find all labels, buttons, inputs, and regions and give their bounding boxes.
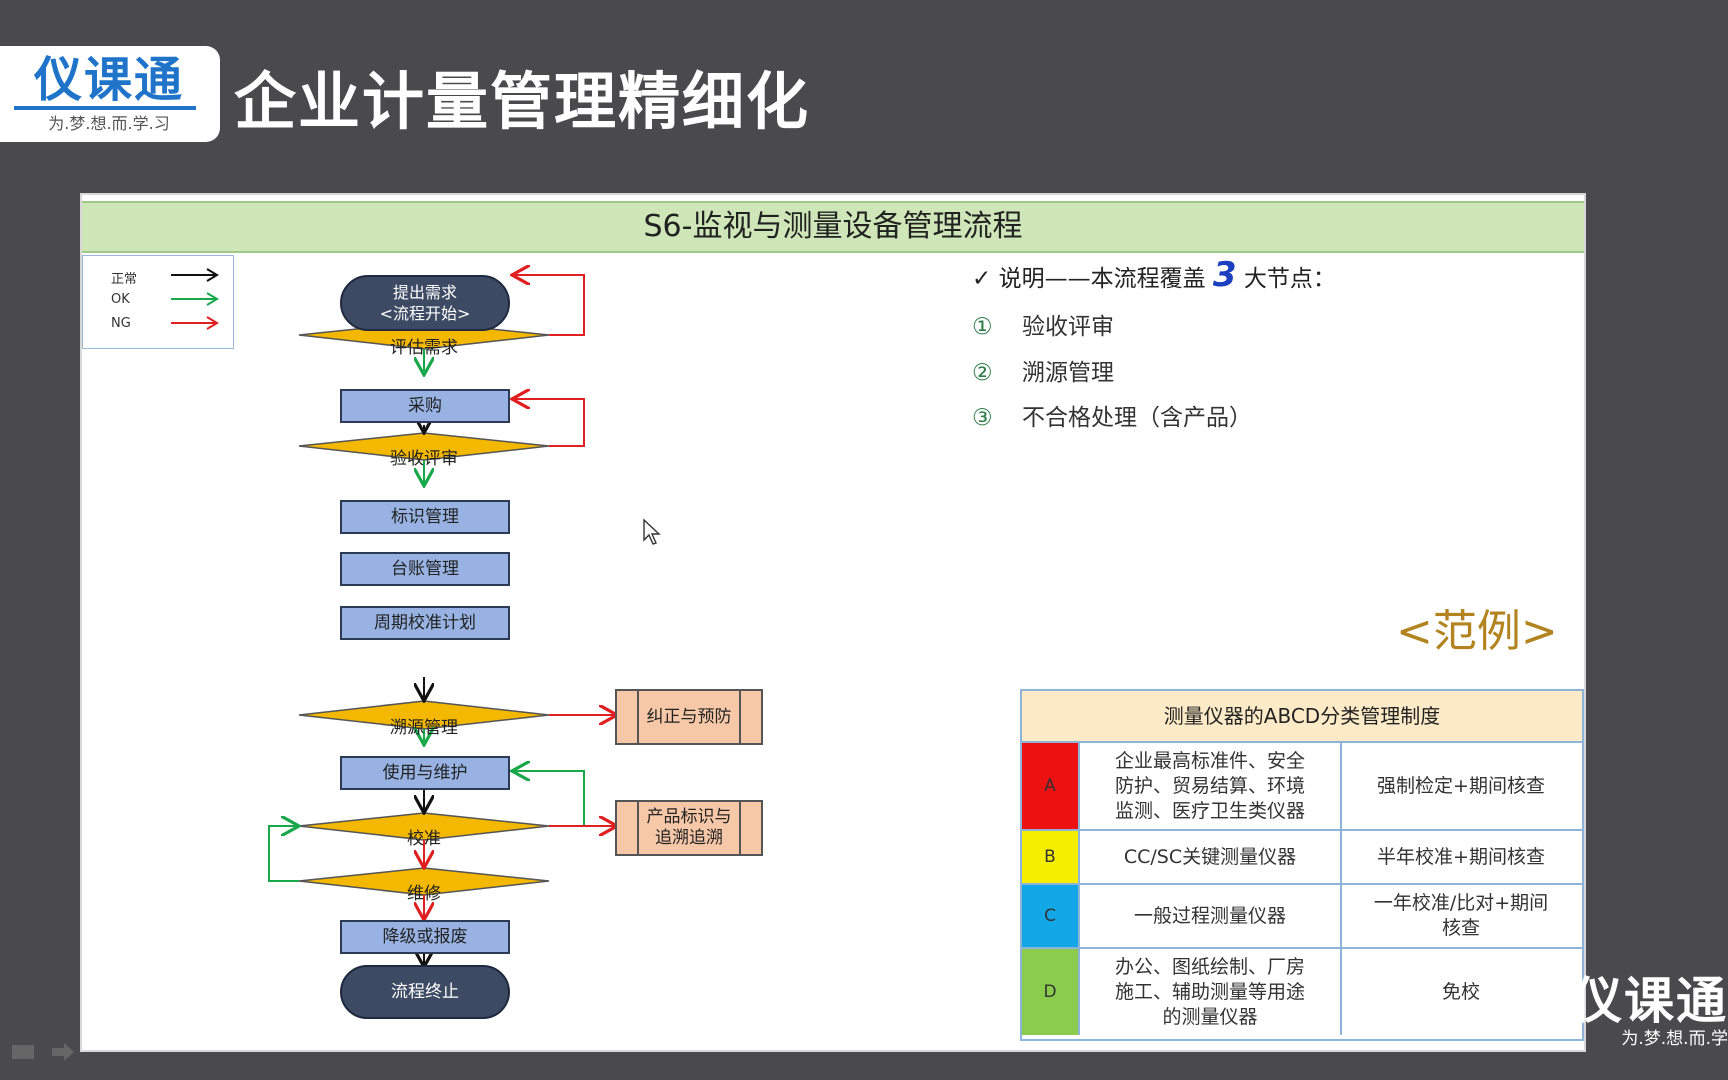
desc-cell: CC/SC关键测量仪器 [1080, 831, 1342, 883]
table-row: C 一般过程测量仪器 一年校准/比对+期间 核查 [1022, 885, 1582, 949]
flow-product-trace: 产品标识与 追溯追溯 [615, 800, 763, 856]
flow-acceptance: 验收评审 [390, 448, 458, 469]
flow-start: 提出需求 <流程开始> [340, 275, 510, 331]
flow-connectors [268, 195, 982, 1050]
flow-repair: 维修 [407, 883, 441, 904]
flowchart: 提出需求 <流程开始> 评估需求 采购 验收评审 标识管理 台账管理 周期校准计… [82, 195, 982, 1050]
example-label: <范例> [1396, 606, 1558, 657]
logo-text: 仪课通 [33, 52, 184, 108]
notes-item-text: 验收评审 [1022, 314, 1114, 340]
legend-normal: 正常 [93, 264, 223, 288]
grade-cell: C [1022, 885, 1080, 947]
legend-ng-label: NG [111, 316, 131, 331]
table-row: B CC/SC关键测量仪器 半年校准+期间核查 [1022, 831, 1582, 885]
notes-item-num: ② [972, 360, 993, 386]
watermark-slogan: 为.梦.想.而.学 [1621, 1029, 1728, 1049]
method-cell: 强制检定+期间核查 [1377, 774, 1545, 797]
flow-legend: 正常 OK NG [82, 255, 234, 349]
method-cell: 免校 [1441, 980, 1480, 1003]
slides-icon[interactable] [12, 1045, 34, 1059]
table-title: 测量仪器的ABCD分类管理制度 [1022, 691, 1582, 743]
grade-cell: D [1022, 949, 1080, 1035]
flow-calibration-plan: 周期校准计划 [340, 606, 510, 640]
pointer-cursor-icon [643, 518, 661, 545]
slide-header: S6-监视与测量设备管理流程 [82, 201, 1584, 253]
notes-intro-post: 大节点： [1243, 266, 1336, 292]
flow-evaluate: 评估需求 [390, 337, 458, 358]
desc-cell: 办公、图纸绘制、厂房 施工、辅助测量等用途 的测量仪器 [1080, 949, 1342, 1035]
grade-cell: B [1022, 831, 1080, 883]
notes-count: 3 [1212, 255, 1237, 295]
desc-cell: 企业最高标准件、安全 防护、贸易结算、环境 监测、医疗卫生类仪器 [1080, 743, 1342, 829]
method-cell: 半年校准+期间核查 [1377, 845, 1545, 868]
notes-item-num: ③ [972, 405, 993, 431]
table-row: A 企业最高标准件、安全 防护、贸易结算、环境 监测、医疗卫生类仪器 强制检定+… [1022, 743, 1582, 831]
notes-intro: 说明——本流程覆盖 [998, 266, 1206, 292]
method-cell: 一年校准/比对+期间 核查 [1373, 892, 1549, 939]
slide: S6-监视与测量设备管理流程 正常 OK NG [80, 193, 1586, 1052]
legend-normal-label: 正常 [111, 272, 138, 287]
grade-cell: A [1022, 743, 1080, 829]
watermark: 仪课通 为.梦.想.而.学 [1572, 974, 1728, 1050]
arrow-right-icon[interactable] [52, 1043, 74, 1061]
legend-ok-label: OK [111, 292, 130, 307]
table-row: D 办公、图纸绘制、厂房 施工、辅助测量等用途 的测量仪器 免校 [1022, 949, 1582, 1035]
flow-corrective-preventive: 纠正与预防 [615, 689, 763, 745]
flow-calibration: 校准 [407, 828, 441, 849]
desc-cell: 一般过程测量仪器 [1080, 885, 1342, 947]
notes-heading: ✓ 说明——本流程覆盖 3 大节点： [972, 255, 1336, 295]
notes-item: ② 溯源管理 [972, 353, 1114, 387]
flow-use-maintenance: 使用与维护 [340, 756, 510, 790]
slide-nav-icons [12, 1043, 74, 1061]
legend-ng: NG [93, 312, 223, 336]
flow-purchase: 采购 [340, 389, 510, 423]
notes-item-text: 溯源管理 [1022, 360, 1114, 386]
notes-item-text: 不合格处理（含产品） [1022, 405, 1252, 431]
green-arrow-icon [171, 292, 219, 306]
notes-item: ③ 不合格处理（含产品） [972, 398, 1252, 432]
abcd-table: 测量仪器的ABCD分类管理制度 A 企业最高标准件、安全 防护、贸易结算、环境 … [1020, 689, 1584, 1041]
notes-item-num: ① [972, 314, 993, 340]
presentation-nav [10, 1040, 80, 1068]
logo: 仪课通 为.梦.想.而.学.习 [0, 46, 220, 142]
flow-traceability: 溯源管理 [390, 717, 458, 738]
logo-slogan: 为.梦.想.而.学.习 [48, 114, 170, 133]
diamond-repair [298, 867, 550, 896]
flow-identification: 标识管理 [340, 500, 510, 534]
check-icon: ✓ [972, 266, 992, 292]
logo-underline [14, 106, 196, 110]
page-title: 企业计量管理精细化 [234, 65, 811, 138]
watermark-text: 仪课通 [1572, 972, 1728, 1030]
red-arrow-icon [171, 316, 219, 330]
flow-downgrade-scrap: 降级或报废 [340, 920, 510, 954]
flow-end: 流程终止 [340, 965, 510, 1019]
black-arrow-icon [171, 268, 219, 282]
notes-item: ① 验收评审 [972, 307, 1114, 341]
flow-ledger: 台账管理 [340, 552, 510, 586]
legend-ok: OK [93, 288, 223, 312]
